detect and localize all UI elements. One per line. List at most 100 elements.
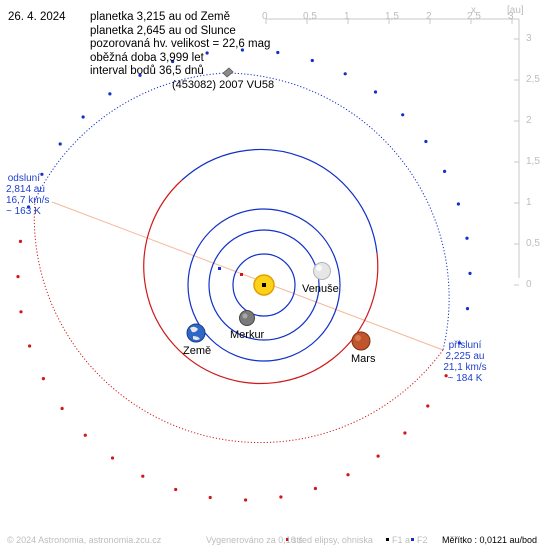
aphelion-distance: 2,814 au <box>6 184 45 195</box>
legend-f1-text: F1 a <box>392 535 411 545</box>
asteroid-orbit-lower <box>33 199 444 444</box>
info-line-earth-distance: planetka 3,215 au od Země <box>90 11 231 23</box>
orbit-point <box>108 92 112 96</box>
x-scale-tick-label: 1,5 <box>385 11 399 22</box>
orbit-point <box>16 275 20 279</box>
orbit-interval-points <box>16 48 472 502</box>
y-scale-tick-label: 2 <box>526 115 532 126</box>
legend-f2-marker <box>411 538 414 541</box>
asteroid-icon <box>222 67 234 78</box>
asteroid-orbit <box>16 48 472 502</box>
legend-center-marker <box>286 538 289 541</box>
venus-orbit <box>208 229 320 341</box>
orbit-point <box>465 236 469 240</box>
mars-orbit-upper <box>181 148 378 254</box>
orbit-point <box>141 474 145 478</box>
mercury-label: Merkur <box>230 329 265 341</box>
y-scale-ticks <box>514 38 519 286</box>
planet-orbits <box>143 148 379 385</box>
aphelion-velocity: 16,7 km/s <box>6 195 50 206</box>
orbit-point <box>27 205 31 209</box>
mercury-icon <box>239 310 255 326</box>
orbit-point <box>110 456 115 460</box>
orbit-point <box>376 454 380 458</box>
focus-f2-marker <box>218 267 221 270</box>
y-scale-tick-label: 1,5 <box>526 156 540 167</box>
orbit-point <box>81 115 85 119</box>
mars-label: Mars <box>351 353 376 365</box>
orbit-point <box>468 271 472 275</box>
x-scale-ticks <box>265 19 513 24</box>
orbit-point <box>60 406 64 411</box>
orbit-point <box>208 495 212 500</box>
orbit-point <box>465 307 470 311</box>
orbit-point <box>174 487 178 492</box>
x-scale-tick-label: 3 <box>508 11 514 22</box>
orbit-point <box>426 404 430 408</box>
y-scale-tick-label: 1 <box>526 197 532 208</box>
x-scale-tick-label: 0 <box>262 11 268 22</box>
venus-icon <box>313 262 331 280</box>
mars-icon <box>351 331 371 351</box>
orbit-point <box>443 169 447 173</box>
aphelion-temperature: ~ 163 K <box>6 206 41 217</box>
orbit-point <box>171 59 175 64</box>
orbit-point <box>138 73 142 77</box>
x-scale-tick-label: 0,5 <box>303 11 317 22</box>
generated-time-text: Vygenerováno za 0,10 s <box>206 535 303 545</box>
perihelion-temperature: ~ 184 K <box>447 373 483 384</box>
orbit-point <box>18 239 23 243</box>
perihelion-label: přísluní 2,225 au 21,1 km/s ~ 184 K <box>440 340 490 384</box>
apsis-line <box>51 201 444 351</box>
orbit-point <box>41 377 46 381</box>
info-line-interval: interval bodů 36,5 dnů <box>90 65 204 77</box>
orbit-point <box>40 172 44 176</box>
info-line-period: oběžná doba 3,999 let <box>90 51 204 64</box>
x-scale-tick-label: 2,5 <box>467 11 481 22</box>
orbit-point <box>373 90 378 94</box>
y-scale-tick-label: 2,5 <box>526 74 540 85</box>
earth-orbit <box>187 208 341 362</box>
x-scale-tick-label: 2 <box>426 11 432 22</box>
orbit-point <box>424 139 428 144</box>
y-scale-tick-label: 3 <box>526 33 532 44</box>
x-axis-label: x <box>471 5 476 16</box>
sun-icon <box>253 274 275 296</box>
x-scale-tick-label: 1 <box>344 11 350 22</box>
legend-f1-marker <box>386 538 389 541</box>
perihelion-velocity: 21,1 km/s <box>443 362 487 373</box>
scale-axes <box>265 18 520 286</box>
orbit-point <box>444 374 448 378</box>
orbit-point <box>240 48 244 52</box>
orbit-point <box>457 341 461 345</box>
orbit-point <box>244 498 248 502</box>
mercury-orbit <box>232 253 296 317</box>
orbit-point <box>313 486 317 491</box>
orbit-point <box>346 473 350 477</box>
orbit-point <box>401 113 405 117</box>
orbit-point <box>19 310 23 314</box>
legend-center-text: střed elipsy, ohniska <box>292 535 373 545</box>
orbit-point <box>343 72 347 76</box>
perihelion-title: přísluní <box>448 340 482 351</box>
earth-label: Země <box>183 345 212 357</box>
y-axis-label: [au] <box>507 5 524 16</box>
orbit-point <box>83 433 87 437</box>
scale-text: Měřítko : 0,0121 au/bod <box>442 535 538 545</box>
orbit-point <box>205 51 209 55</box>
asteroid-orbit-upper <box>224 72 450 351</box>
earth-icon <box>186 323 206 343</box>
asteroid-orbit-left <box>34 72 226 201</box>
info-line-magnitude: pozorovaná hv. velikost = 22,6 mag <box>90 38 271 50</box>
orbit-point <box>403 431 407 435</box>
venus-label: Venuše <box>302 283 339 295</box>
y-scale-tick-label: 0 <box>526 279 532 290</box>
aphelion-title: odsluní <box>7 173 40 184</box>
perihelion-distance: 2,225 au <box>445 351 485 362</box>
copyright-text: © 2024 Astronomia, astronomia.zcu.cz <box>7 535 162 545</box>
orbit-point <box>58 142 62 146</box>
mars-orbit-lower <box>143 179 379 385</box>
orbit-point <box>28 344 32 348</box>
ellipse-center-marker <box>240 273 243 276</box>
